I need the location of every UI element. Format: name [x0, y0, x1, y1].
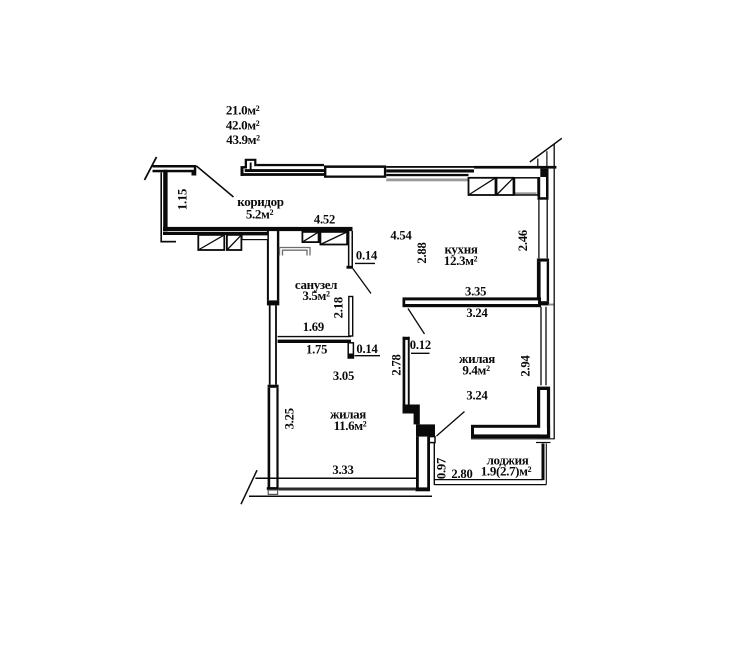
svg-text:2.94: 2.94 — [519, 354, 533, 376]
svg-text:3.24: 3.24 — [466, 388, 488, 402]
svg-text:5.2м²: 5.2м² — [246, 206, 274, 221]
svg-text:3.25: 3.25 — [283, 408, 297, 429]
svg-text:жилая: жилая — [459, 351, 495, 366]
svg-text:3.35: 3.35 — [465, 284, 486, 298]
svg-text:1.75: 1.75 — [306, 343, 327, 357]
svg-text:12.3м²: 12.3м² — [444, 253, 478, 268]
svg-text:0.97: 0.97 — [434, 458, 448, 479]
svg-text:1.15: 1.15 — [176, 189, 190, 210]
svg-text:3.5м²: 3.5м² — [302, 288, 330, 303]
svg-text:0.14: 0.14 — [356, 248, 378, 262]
svg-text:лоджия: лоджия — [487, 453, 529, 468]
svg-text:2.18: 2.18 — [332, 297, 346, 318]
svg-text:2.80: 2.80 — [451, 467, 472, 481]
svg-text:2.88: 2.88 — [415, 242, 429, 263]
svg-text:3.05: 3.05 — [333, 369, 354, 383]
svg-text:2.46: 2.46 — [516, 230, 530, 251]
svg-text:жилая: жилая — [330, 406, 366, 421]
svg-text:санузел: санузел — [295, 277, 337, 292]
svg-text:1.9(2.7)м²: 1.9(2.7)м² — [481, 463, 532, 478]
svg-text:2.78: 2.78 — [390, 354, 404, 375]
svg-text:0.12: 0.12 — [410, 338, 431, 352]
svg-text:21.0м²: 21.0м² — [226, 103, 260, 118]
svg-text:3.24: 3.24 — [466, 306, 488, 320]
svg-text:0.14: 0.14 — [356, 342, 378, 356]
svg-text:3.33: 3.33 — [332, 463, 353, 477]
svg-text:4.52: 4.52 — [314, 212, 335, 226]
svg-text:коридор: коридор — [237, 194, 284, 209]
svg-text:42.0м²: 42.0м² — [226, 118, 260, 133]
svg-text:11.6м²: 11.6м² — [334, 418, 367, 433]
svg-text:43.9м²: 43.9м² — [226, 132, 260, 147]
svg-text:1.69: 1.69 — [303, 320, 324, 334]
svg-text:кухня: кухня — [444, 242, 477, 257]
svg-text:9.4м²: 9.4м² — [462, 362, 490, 377]
svg-text:4.54: 4.54 — [390, 229, 412, 243]
